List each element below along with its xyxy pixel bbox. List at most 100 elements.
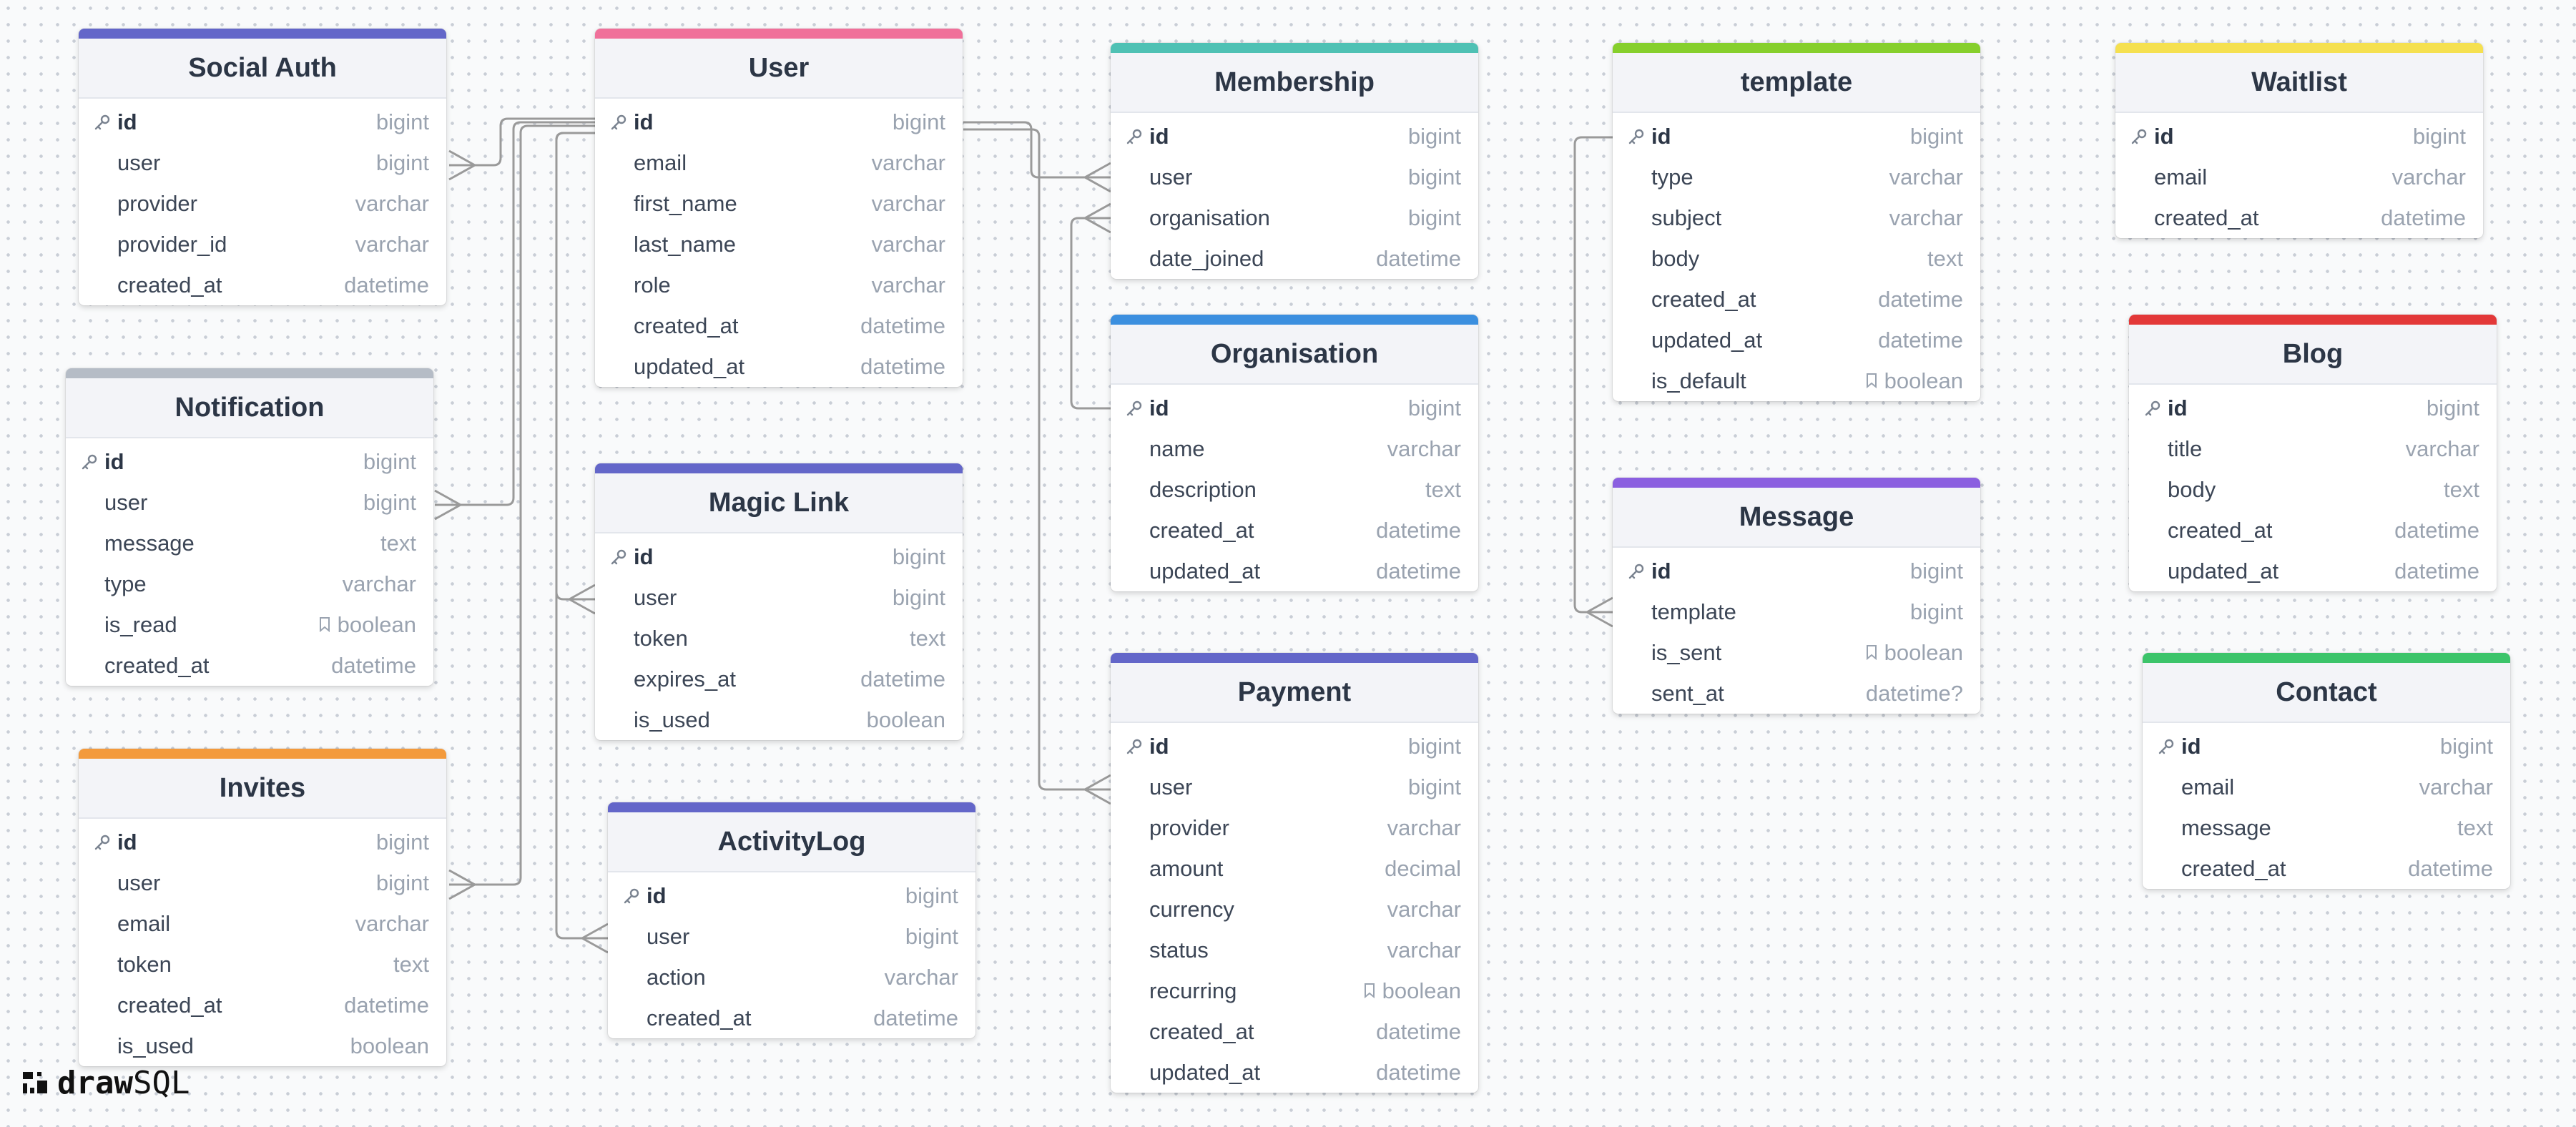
relation-membership-user[interactable] xyxy=(963,121,1111,193)
table-title[interactable]: Magic Link xyxy=(595,473,963,533)
relation-activity-log-user[interactable] xyxy=(555,132,609,954)
table-title[interactable]: Payment xyxy=(1111,663,1478,723)
table-title[interactable]: User xyxy=(595,39,963,99)
table-title[interactable]: Organisation xyxy=(1111,325,1478,385)
table-title[interactable]: Invites xyxy=(79,759,446,819)
table-title[interactable]: Contact xyxy=(2143,663,2510,723)
table-title[interactable]: Social Auth xyxy=(79,39,446,99)
relation-invites-user[interactable] xyxy=(448,124,595,900)
table-title[interactable]: Notification xyxy=(66,378,433,438)
relation-payment-user[interactable] xyxy=(963,128,1111,805)
relation-message-template[interactable] xyxy=(1573,136,1613,628)
table-title[interactable]: Blog xyxy=(2129,325,2497,385)
table-title[interactable]: Membership xyxy=(1111,53,1478,113)
table-title[interactable]: Message xyxy=(1613,488,1980,548)
relation-notification-user[interactable] xyxy=(434,121,595,521)
table-title[interactable]: ActivityLog xyxy=(608,812,975,872)
table-title[interactable]: template xyxy=(1613,53,1980,113)
